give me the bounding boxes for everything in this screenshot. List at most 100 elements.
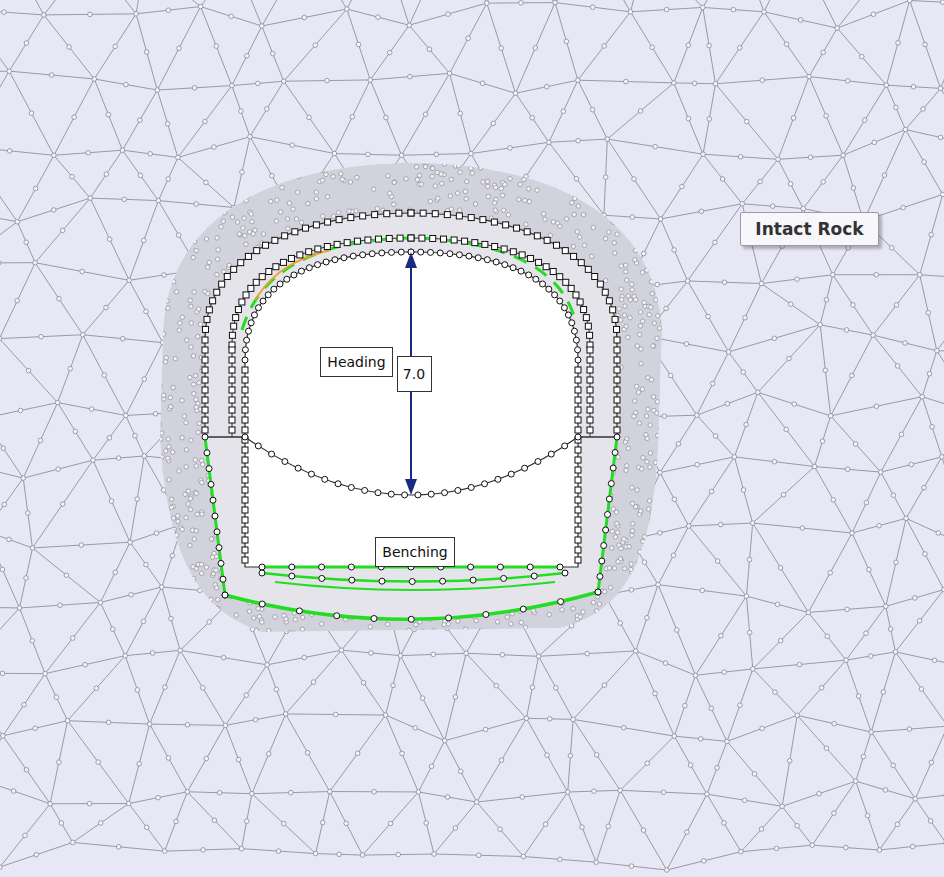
mesh-edge bbox=[620, 790, 707, 794]
mesh-node bbox=[141, 619, 146, 624]
mesh-node bbox=[22, 702, 27, 707]
mesh-edge bbox=[573, 719, 674, 736]
mesh-edge bbox=[607, 139, 660, 219]
mesh-node bbox=[940, 0, 944, 4]
mesh-node bbox=[162, 200, 166, 204]
mesh-node bbox=[192, 391, 196, 395]
mesh-edge bbox=[881, 397, 922, 472]
mesh-node bbox=[774, 846, 779, 851]
mesh-node bbox=[356, 42, 361, 47]
mesh-node bbox=[156, 795, 161, 800]
mesh-node bbox=[853, 779, 858, 784]
mesh-edge bbox=[753, 467, 815, 524]
mesh-node bbox=[850, 373, 855, 378]
mesh-node bbox=[194, 248, 198, 252]
mesh-node bbox=[221, 655, 226, 660]
mesh-node bbox=[154, 405, 158, 409]
mesh-node bbox=[758, 179, 763, 184]
mesh-node bbox=[574, 176, 579, 181]
mesh-node bbox=[672, 248, 677, 253]
mesh-node bbox=[485, 179, 489, 183]
mesh-node bbox=[163, 297, 167, 301]
mesh-edge bbox=[93, 460, 130, 542]
mesh-node bbox=[932, 658, 937, 663]
mesh-edge bbox=[660, 473, 689, 527]
mesh-node bbox=[293, 617, 297, 621]
mesh-edge bbox=[741, 806, 782, 851]
mesh-edge bbox=[418, 792, 434, 854]
mesh-node bbox=[248, 173, 252, 177]
mesh-node bbox=[688, 763, 693, 768]
mesh-node bbox=[472, 162, 476, 166]
mesh-node bbox=[229, 14, 234, 19]
mesh-edge bbox=[697, 352, 729, 415]
mesh-node bbox=[386, 174, 390, 178]
mesh-node bbox=[685, 830, 690, 835]
mesh-node bbox=[449, 177, 453, 181]
mesh-edge bbox=[729, 325, 821, 352]
mesh-edge bbox=[402, 73, 450, 155]
mesh-node bbox=[70, 174, 75, 179]
mesh-edge bbox=[658, 585, 746, 597]
mesh-node bbox=[574, 182, 578, 186]
mesh-edge bbox=[937, 351, 944, 415]
mesh-node bbox=[260, 24, 265, 29]
mesh-edge bbox=[178, 137, 250, 158]
mesh-edge bbox=[689, 523, 753, 526]
mesh-node bbox=[844, 328, 849, 333]
mesh-edge bbox=[125, 656, 149, 724]
mesh-edge bbox=[808, 606, 885, 612]
mesh-node bbox=[751, 667, 756, 672]
mesh-node bbox=[324, 162, 328, 166]
mesh-edge bbox=[636, 651, 675, 736]
mesh-node bbox=[741, 488, 746, 493]
mesh-node bbox=[129, 592, 134, 597]
mesh-node bbox=[307, 115, 312, 120]
mesh-edge bbox=[886, 85, 940, 88]
mesh-node bbox=[524, 716, 529, 721]
mesh-edge bbox=[689, 526, 747, 596]
mesh-edge bbox=[596, 862, 667, 870]
mesh-edge bbox=[782, 781, 856, 806]
mesh-edge bbox=[284, 9, 347, 81]
mesh-node bbox=[144, 562, 149, 567]
mesh-node bbox=[79, 543, 84, 548]
mesh-edge bbox=[129, 792, 188, 804]
mesh-edge bbox=[90, 150, 122, 198]
mesh-node bbox=[889, 245, 894, 250]
mesh-edge bbox=[477, 718, 527, 802]
mesh-edge bbox=[450, 73, 516, 93]
mesh-node bbox=[0, 671, 5, 676]
mesh-node bbox=[630, 533, 634, 537]
mesh-node bbox=[602, 683, 607, 688]
mesh-node bbox=[698, 736, 703, 741]
mesh-node bbox=[792, 402, 797, 407]
mesh-node bbox=[70, 636, 75, 641]
mesh-node bbox=[39, 334, 44, 339]
mesh-node bbox=[530, 685, 535, 690]
mesh-node bbox=[653, 460, 657, 464]
mesh-edge bbox=[32, 548, 100, 603]
mesh-node bbox=[744, 594, 749, 599]
mesh-node bbox=[582, 243, 586, 247]
mesh-node bbox=[663, 661, 668, 666]
mesh-node bbox=[434, 152, 439, 157]
mesh-node bbox=[458, 769, 463, 774]
mesh-edge bbox=[852, 472, 881, 533]
mesh-node bbox=[845, 79, 850, 84]
mesh-edge bbox=[660, 415, 697, 472]
mesh-edge bbox=[0, 531, 32, 548]
mesh-node bbox=[113, 44, 118, 49]
mesh-node bbox=[635, 488, 639, 492]
mesh-node bbox=[407, 628, 411, 632]
mesh-node bbox=[831, 497, 836, 502]
mesh-node bbox=[498, 827, 503, 832]
mesh-node bbox=[655, 282, 660, 287]
mesh-node bbox=[107, 436, 112, 441]
mesh-node bbox=[882, 173, 887, 178]
mesh-node bbox=[630, 215, 635, 220]
mesh-node bbox=[424, 821, 429, 826]
mesh-node bbox=[280, 185, 284, 189]
mesh-edge bbox=[363, 792, 419, 855]
mesh-node bbox=[903, 341, 908, 346]
